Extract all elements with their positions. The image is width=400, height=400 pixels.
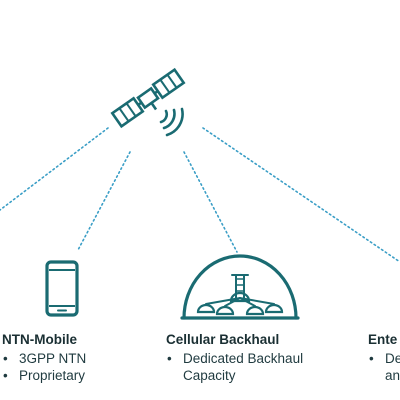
bullet-marker: •: [167, 351, 172, 366]
list-item-text-continued: Capacity: [183, 368, 236, 383]
list-item: • De an: [368, 350, 400, 384]
smartphone-icon: [45, 260, 79, 317]
column-title: Cellular Backhaul: [166, 332, 280, 347]
bullet-list: • Dedicated Backhaul Capacity: [166, 350, 303, 384]
bullet-marker: •: [3, 351, 8, 366]
link-line-backhaul: [183, 151, 238, 253]
column-title: NTN-Mobile: [2, 332, 77, 347]
column-cellular-backhaul: Cellular Backhaul • Dedicated Backhaul C…: [166, 331, 303, 384]
list-item: • Proprietary: [2, 367, 86, 384]
bullet-marker: •: [369, 351, 374, 366]
column-title: Ente: [368, 332, 398, 347]
bullet-marker: •: [3, 368, 8, 383]
list-item-text: Dedicated Backhaul: [183, 351, 304, 366]
list-item-text-continued: an: [385, 368, 400, 383]
list-item-text: De: [385, 351, 400, 366]
link-lines: [0, 127, 400, 263]
list-item: • Dedicated Backhaul Capacity: [166, 350, 303, 384]
link-line-phone: [77, 151, 131, 251]
column-ntn-mobile: NTN-Mobile • 3GPP NTN • Proprietary: [2, 331, 86, 384]
bullet-list: • 3GPP NTN • Proprietary: [2, 350, 86, 384]
satellite-icon: [110, 67, 186, 129]
list-item: • 3GPP NTN: [2, 350, 86, 367]
bullet-list: • De an: [368, 350, 400, 384]
link-line-far-left: [0, 127, 109, 211]
column-enterprise-clipped: Ente • De an: [368, 331, 400, 384]
list-item-text: 3GPP NTN: [19, 351, 87, 366]
link-line-far-right: [202, 127, 400, 263]
signal-waves-icon: [159, 107, 184, 137]
list-item-text: Proprietary: [19, 368, 86, 383]
cellular-backhaul-dome-icon: [180, 254, 300, 320]
